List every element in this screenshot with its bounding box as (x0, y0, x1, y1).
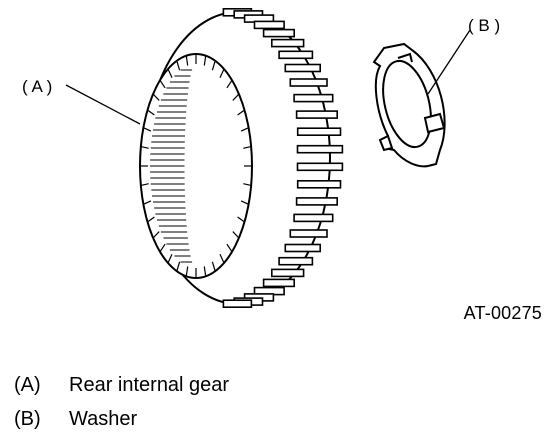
spline-tooth (296, 144, 344, 154)
internal-tooth (243, 146, 252, 149)
leader-line-b (427, 29, 471, 95)
internal-tooth (240, 127, 249, 132)
spline-tooth (295, 197, 339, 206)
internal-tooth (226, 243, 233, 253)
internal-tooth (152, 231, 160, 239)
legend-item-a: (A) Rear internal gear (14, 368, 229, 402)
spline-tooth (284, 243, 321, 253)
rear-internal-gear (139, 8, 344, 309)
internal-tooth (140, 183, 149, 186)
legend-item-b: (B) Washer (14, 402, 229, 436)
legend-label-a: Rear internal gear (69, 374, 230, 396)
callout-label-b: ( B ) (468, 16, 500, 35)
spline-tooth (296, 127, 342, 136)
internal-tooth (203, 266, 207, 277)
spline-tooth (262, 28, 296, 38)
spline-tooth (289, 78, 328, 87)
spline-tooth (296, 180, 342, 189)
spline-tooth (262, 278, 296, 288)
internal-tooth (167, 68, 173, 78)
internal-tooth (176, 60, 181, 71)
internal-tooth (159, 79, 166, 89)
internal-tooth (226, 79, 233, 89)
spline-tooth (222, 299, 253, 309)
internal-tooth (143, 127, 152, 132)
spline-tooth (278, 256, 314, 266)
internal-tooth (219, 68, 225, 78)
spline-tooth (278, 50, 314, 60)
outer-splines (222, 8, 344, 309)
legend: (A) Rear internal gear (B) Washer (14, 368, 229, 436)
spline-tooth (293, 213, 334, 223)
legend-key-b: (B) (14, 408, 41, 430)
spline-tooth (270, 268, 305, 278)
internal-tooth (167, 254, 173, 264)
figure-id: AT-00275 (463, 303, 542, 323)
legend-key-a: (A) (14, 374, 41, 396)
internal-tooth (152, 93, 160, 101)
internal-tooth (143, 200, 152, 205)
internal-tooth (159, 243, 166, 253)
internal-tooth (185, 55, 189, 66)
internal-tooth (147, 216, 155, 223)
internal-tooth (203, 55, 207, 66)
internal-tooth (211, 261, 216, 272)
spline-tooth (295, 110, 339, 119)
internal-teeth (140, 54, 252, 278)
spline-tooth (270, 38, 305, 48)
internal-tooth (232, 231, 240, 239)
spline-tooth (289, 229, 328, 238)
spline-tooth (293, 93, 334, 103)
leader-line-a (65, 84, 141, 125)
internal-tooth (240, 200, 249, 205)
internal-tooth (185, 266, 189, 277)
internal-tooth (211, 60, 216, 71)
leader-lines (65, 29, 471, 125)
spline-tooth (296, 162, 344, 172)
internal-tooth (147, 109, 155, 116)
internal-tooth (243, 183, 252, 186)
internal-tooth (140, 146, 149, 149)
spline-tooth (284, 63, 321, 73)
internal-tooth (237, 109, 245, 116)
internal-tooth (237, 216, 245, 223)
callout-label-a: ( A ) (22, 77, 52, 96)
legend-label-b: Washer (69, 408, 138, 430)
washer (372, 42, 446, 168)
internal-tooth (232, 93, 240, 101)
bore-shading (150, 69, 193, 263)
spline-tooth (253, 20, 285, 30)
internal-tooth (176, 261, 181, 272)
internal-tooth (219, 254, 225, 264)
